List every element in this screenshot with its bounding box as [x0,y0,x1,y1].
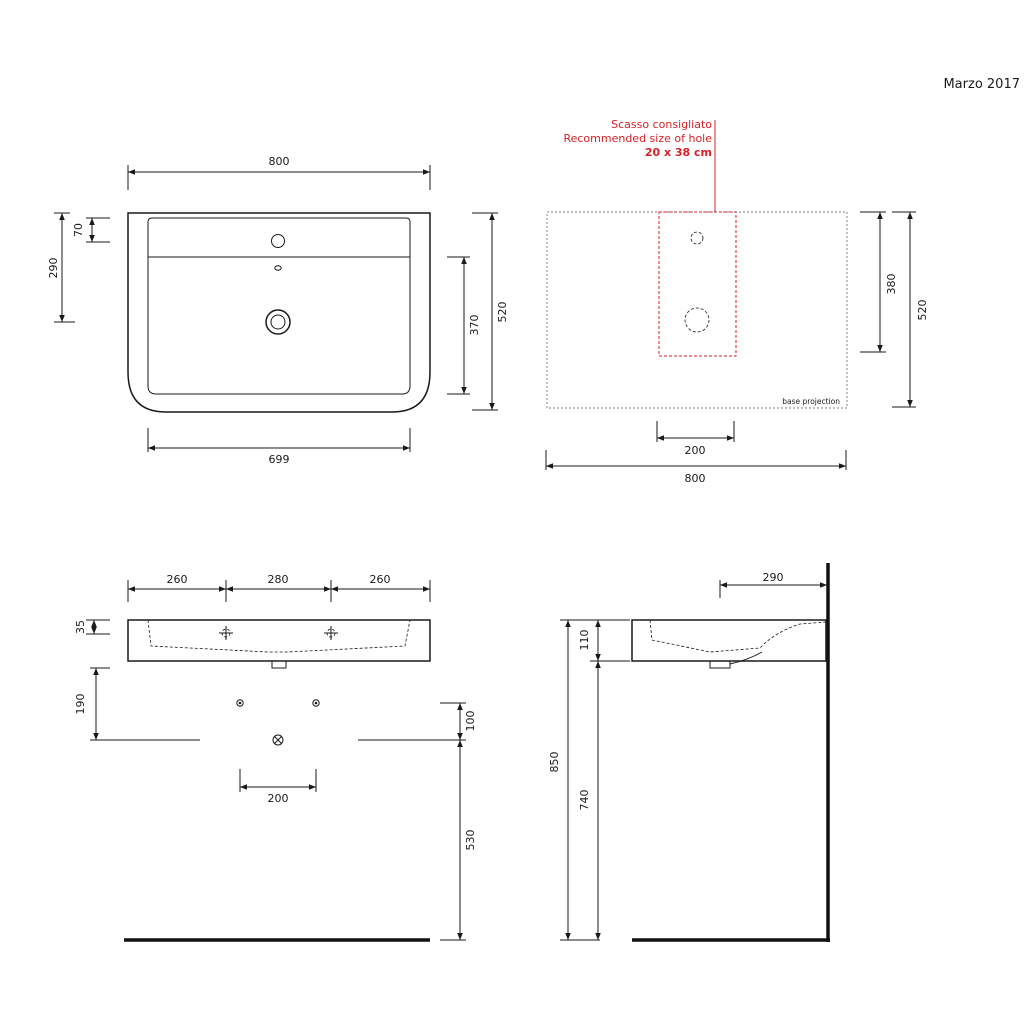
date-label: Marzo 2017 [943,77,1020,92]
tap-hole-icon [271,234,285,248]
side-waste-stub [709,661,731,669]
top-view: 800 699 290 70 370 520 [47,155,509,466]
basin-outline [127,212,431,413]
drain-projection-icon [684,307,710,333]
dim-fixing-spacing: 200 [268,792,289,805]
inner-bowl [147,256,411,395]
drain-icon [265,309,291,335]
dim-top-thickness: 35 [74,620,87,634]
overflow-icon [274,265,282,271]
base-projection-label: base projection [782,397,840,406]
dim-inner-width: 699 [269,453,290,466]
dim-floor-height: 740 [578,790,591,811]
side-basin-body [631,619,827,662]
side-waste-bend [729,651,763,665]
note-hole-size: 20 x 38 cm [645,146,712,159]
dim-fixing-height: 190 [74,694,87,715]
drain-inner-icon [270,314,286,330]
drain-outlet-icon [272,734,284,746]
dim-front-seg-mid: 280 [268,573,289,586]
dim-basin-height: 110 [578,630,591,651]
dim-hole-depth: 380 [885,274,898,295]
dim-drain-height: 530 [464,830,477,851]
tap-deck [147,217,411,258]
dim-depth: 520 [496,302,509,323]
tap-hole-right-icon [324,626,338,640]
dim-front-to-drain: 290 [47,258,60,279]
base-projection-view: Scasso consigliato Recommended size of h… [545,118,929,485]
dim-base-width: 800 [685,472,706,485]
dim-top-width: 800 [269,155,290,168]
tap-hole-projection-icon [690,231,704,245]
side-inner-bowl [649,619,827,653]
dim-drain-offset: 100 [464,711,477,732]
dim-front-seg-left: 260 [167,573,188,586]
front-inner-bowl [147,619,411,653]
recommended-hole [658,211,737,357]
fixing-bolt-left-icon [236,699,244,707]
front-waste-stub [271,661,287,669]
fixing-bolt-right-icon [312,699,320,707]
dim-side-depth: 290 [763,571,784,584]
note-italian: Scasso consigliato [611,118,712,131]
side-view: 290 110 850 740 [548,563,830,942]
dim-base-depth: 520 [916,300,929,321]
dim-tap-hole: 70 [72,223,85,237]
dim-inner-depth: 370 [468,315,481,336]
front-basin-body [127,619,431,662]
dim-hole-width: 200 [685,444,706,457]
tap-hole-left-icon [219,626,233,640]
note-english: Recommended size of hole [563,132,712,145]
dim-front-seg-right: 260 [370,573,391,586]
dim-total-height: 850 [548,752,561,773]
front-view: 260 280 260 35 [74,573,477,942]
base-outline [546,211,848,409]
